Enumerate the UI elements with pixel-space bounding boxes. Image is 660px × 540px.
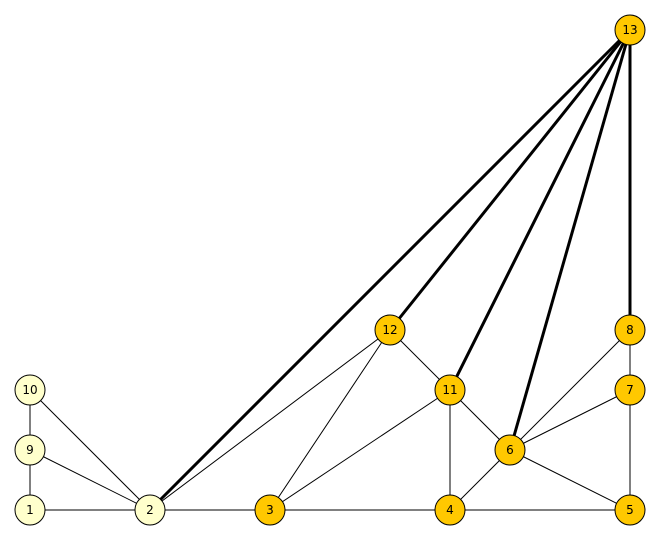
node-circle [434,374,466,406]
edge-6-8 [509,329,631,451]
node-circle [494,434,526,466]
node-13: 13 [614,14,646,46]
node-11: 11 [434,374,466,406]
edge-layer [29,28,632,512]
edge-5-6 [509,449,631,511]
node-circle [14,374,46,406]
node-8: 8 [614,314,646,346]
node-label: 5 [626,503,634,517]
node-12: 12 [374,314,406,346]
edge-12-13 [388,29,632,331]
edge-3-12 [269,329,391,511]
node-label: 9 [26,443,34,457]
node-2: 2 [134,494,166,526]
node-label: 1 [26,503,34,517]
node-3: 3 [254,494,286,526]
node-7: 7 [614,374,646,406]
node-label: 8 [626,323,634,337]
node-circle [434,494,466,526]
node-circle [614,494,646,526]
edge-10-2 [29,389,151,511]
node-1: 1 [14,494,46,526]
node-circle [374,314,406,346]
edge-9-2 [29,449,151,511]
node-label: 7 [626,383,634,397]
node-label: 6 [506,443,514,457]
edge-6-7 [509,389,631,451]
edge-2-12 [149,329,391,511]
node-circle [614,14,646,46]
node-5: 5 [614,494,646,526]
node-label: 12 [382,323,397,337]
node-circle [134,494,166,526]
node-circle [14,494,46,526]
node-6: 6 [494,434,526,466]
node-label: 13 [622,23,637,37]
node-label: 2 [146,503,154,517]
node-label: 3 [266,503,274,517]
node-label: 11 [442,383,457,397]
edge-6-13 [508,29,632,451]
node-circle [614,374,646,406]
edge-11-13 [448,29,632,391]
node-label: 4 [446,503,454,517]
node-circle [614,314,646,346]
node-label: 10 [22,383,37,397]
node-4: 4 [434,494,466,526]
node-9: 9 [14,434,46,466]
node-circle [254,494,286,526]
edge-2-13 [148,28,632,512]
edge-3-11 [269,389,451,511]
node-circle [14,434,46,466]
node-10: 10 [14,374,46,406]
